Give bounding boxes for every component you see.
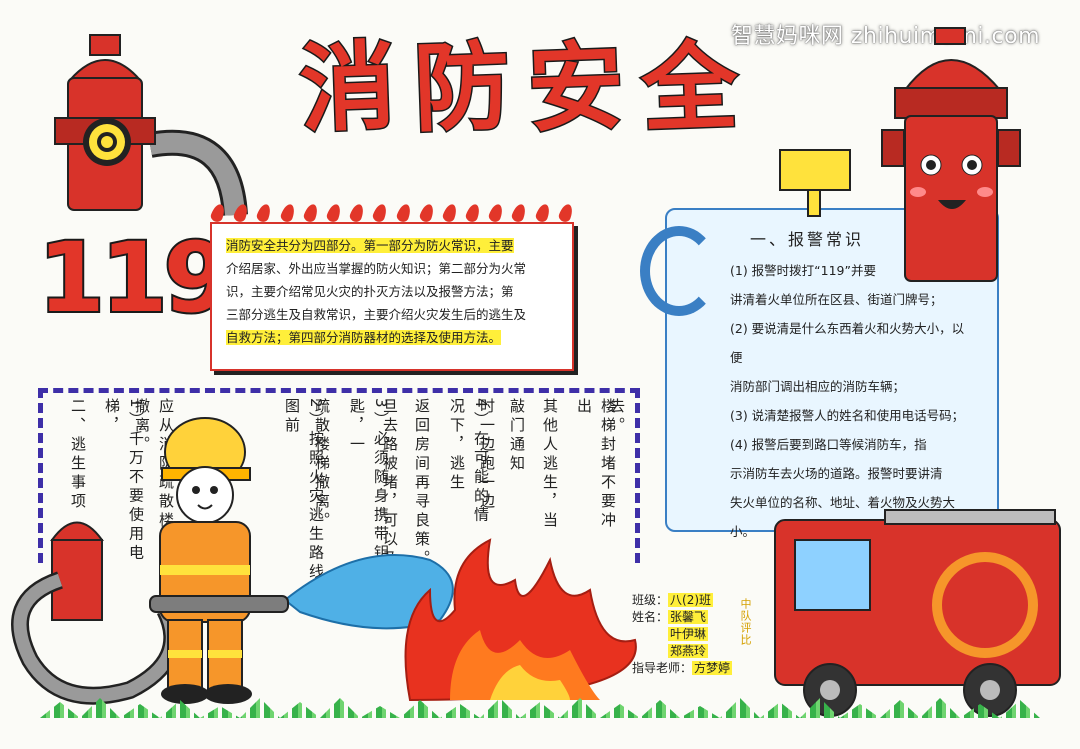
intro-box: 消防安全共分为四部分。第一部分为防火常识，主要 介绍居家、外出应当掌握的防火知识… xyxy=(210,222,574,371)
alarm-line-8: 失火单位的名称、地址、着火物及火势大小。 xyxy=(730,495,956,539)
class-value: 八(2)班 xyxy=(668,593,714,607)
escape-item-4c: 敲门通知 xyxy=(508,398,526,474)
escape-tips-border xyxy=(38,388,640,563)
intro-line-4: 三部分逃生及自救常识，主要介绍火灾发生后的逃生及 xyxy=(226,307,527,322)
student-name-2: 叶伊琳 xyxy=(668,627,709,641)
alarm-line-2: 讲清着火单位所在区县、街道门牌号； xyxy=(730,292,943,307)
escape-item-3c: 返回房间再寻良策。 xyxy=(413,398,431,569)
alarm-line-6: (4) 报警后要到路口等候消防车，指 xyxy=(730,437,927,452)
intro-line-5: 自救方法；第四部分消防器材的选择及使用方法。 xyxy=(226,330,502,345)
escape-item-4b: 时一边跑一边 xyxy=(478,398,496,512)
student-name-2-row: 叶伊琳 xyxy=(632,626,782,643)
escape-item-5b: 楼梯封堵不要冲出 xyxy=(575,398,617,531)
alarm-line-7: 示消防车去火场的道路。报警时要讲清 xyxy=(730,466,943,481)
alarm-line-1: (1) 报警时拨打“119”并要 xyxy=(730,263,876,278)
alarm-line-5: (3) 说清楚报警人的姓名和使用电话号码； xyxy=(730,408,965,423)
name-label: 姓名： xyxy=(632,610,669,624)
alarm-heading: 一、报警常识 xyxy=(750,230,865,249)
student-info: 班级：八(2)班 姓名：张馨飞 叶伊琳 郑燕玲 指导老师：方梦婷 xyxy=(632,592,782,677)
alarm-line-3: (2) 要说清是什么东西着火和火势大小，以便 xyxy=(730,321,965,365)
student-name-3: 郑燕玲 xyxy=(668,644,709,658)
escape-item-5: 其他人逃生，当 xyxy=(541,398,559,531)
alarm-tips: 一、报警常识 (1) 报警时拨打“119”并要 讲清着火单位所在区县、街道门牌号… xyxy=(730,225,975,546)
student-name-3-row: 郑燕玲 xyxy=(632,643,782,660)
intro-line-3: 识，主要介绍常见火灾的扑灭方法以及报警方法；第 xyxy=(226,284,514,299)
student-name-1: 张馨飞 xyxy=(668,610,709,624)
name-row: 姓名：张馨飞 xyxy=(632,609,782,626)
escape-item-2: 2）按照火灾逃生路线图前 xyxy=(283,398,325,583)
side-note: 中队评比 xyxy=(739,598,752,646)
escape-item-2b: 疏散楼梯撤离。 xyxy=(313,398,331,531)
escape-heading: 二、逃生事项 xyxy=(69,398,87,512)
alarm-line-4: 消防部门调出相应的消防车辆； xyxy=(730,379,906,394)
teacher-name: 方梦婷 xyxy=(692,661,733,675)
escape-item-3: 3）必须随身携带钥匙，一 xyxy=(348,398,390,564)
intro-line-1: 消防安全共分为四部分。第一部分为防火常识，主要 xyxy=(226,238,514,253)
escape-item-4: 4）在可能的情况下，逃生 xyxy=(448,398,490,526)
class-row: 班级：八(2)班 xyxy=(632,592,782,609)
escape-item-5c: 去。 xyxy=(608,398,626,436)
teacher-row: 指导老师：方梦婷 xyxy=(632,660,782,677)
escape-item-3b: 旦去路被堵，可以及时 xyxy=(381,398,399,588)
class-label: 班级： xyxy=(632,593,669,607)
escape-item-1: 1）千万不要使用电梯， xyxy=(103,398,145,564)
emergency-number: 119 xyxy=(36,220,232,336)
intro-text: 消防安全共分为四部分。第一部分为防火常识，主要 介绍居家、外出应当掌握的防火知识… xyxy=(226,234,558,349)
watermark: 智慧妈咪网 zhihuimami.com xyxy=(730,24,1040,49)
teacher-label: 指导老师： xyxy=(632,661,693,675)
intro-line-2: 介绍居家、外出应当掌握的防火知识；第二部分为火常 xyxy=(226,261,527,276)
scroll-curl xyxy=(640,226,718,316)
